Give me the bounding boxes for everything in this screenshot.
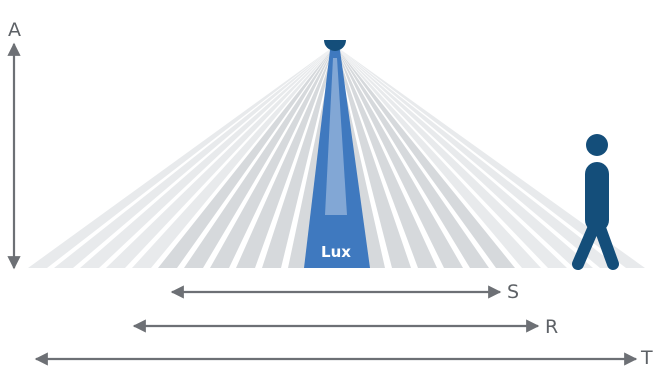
lux-beam-highlight: [325, 58, 347, 215]
beam-ray: [335, 50, 385, 268]
range-r-label: R: [545, 316, 558, 338]
height-label: A: [8, 19, 21, 41]
beam-ray: [288, 50, 335, 268]
beam-ray: [158, 50, 332, 268]
beam-ray: [340, 50, 619, 268]
detection-beam-fan: [28, 50, 645, 268]
beam-ray: [336, 50, 437, 268]
lux-beam-core: [304, 50, 370, 268]
beam-ray: [132, 50, 332, 268]
beam-ray: [339, 50, 593, 268]
beam-ray: [338, 50, 515, 268]
lux-label: Lux: [321, 243, 351, 261]
beam-ray: [210, 50, 333, 268]
beam-ray: [54, 50, 330, 268]
range-t-label: T: [640, 347, 653, 367]
walking-person-icon: [572, 134, 619, 270]
beam-ray: [337, 50, 463, 268]
beam-ray: [338, 50, 541, 268]
beam-ray: [262, 50, 334, 268]
beam-ray: [106, 50, 331, 268]
range-s-label: S: [507, 281, 519, 303]
beam-ray: [337, 50, 489, 268]
beam-ray: [339, 50, 567, 268]
beam-ray: [184, 50, 333, 268]
beam-ray: [28, 50, 330, 268]
ceiling-sensor-icon: [324, 40, 346, 51]
beam-ray: [340, 50, 645, 268]
beam-ray: [336, 50, 411, 268]
beam-ray: [236, 50, 334, 268]
beam-ray: [80, 50, 331, 268]
